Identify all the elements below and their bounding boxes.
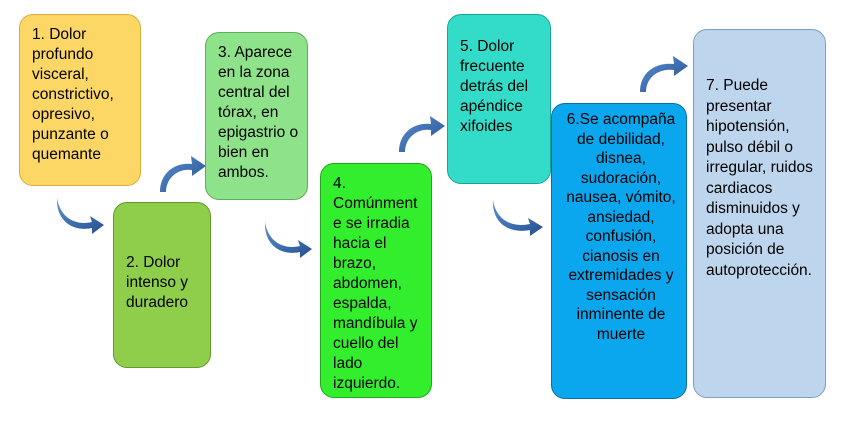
step-3-text: 3. Aparece en la zona central del tórax,… — [218, 44, 299, 181]
step-6-text: 6.Se acompaña de debilidad, disnea, sudo… — [566, 111, 676, 343]
step-1-box: 1. Dolor profundo visceral, constrictivo… — [19, 14, 141, 186]
curved-arrow-icon — [160, 156, 206, 192]
step-3-box: 3. Aparece en la zona central del tórax,… — [205, 32, 308, 200]
step-5-box: 5. Dolor frecuente detrás del apéndice x… — [447, 14, 551, 184]
curved-arrow-icon — [399, 116, 445, 152]
step-2-box: 2. Dolor intenso y duradero — [113, 202, 211, 368]
step-6-box: 6.Se acompaña de debilidad, disnea, sudo… — [551, 103, 687, 399]
step-1-text: 1. Dolor profundo visceral, constrictivo… — [32, 26, 114, 163]
step-2-text: 2. Dolor intenso y duradero — [126, 254, 189, 311]
step-7-box: 7. Puede presentar hipotensión, pulso dé… — [693, 29, 826, 398]
curved-arrow-icon — [640, 56, 688, 92]
curved-arrow-icon — [264, 222, 312, 258]
step-4-text: 4. Comúnmente se irradia hacia el brazo,… — [333, 175, 418, 392]
step-4-box: 4. Comúnmente se irradia hacia el brazo,… — [320, 163, 432, 398]
step-5-text: 5. Dolor frecuente detrás del apéndice x… — [460, 38, 529, 135]
curved-arrow-icon — [492, 200, 543, 236]
curved-arrow-icon — [56, 198, 104, 234]
step-7-text: 7. Puede presentar hipotensión, pulso dé… — [706, 77, 813, 279]
